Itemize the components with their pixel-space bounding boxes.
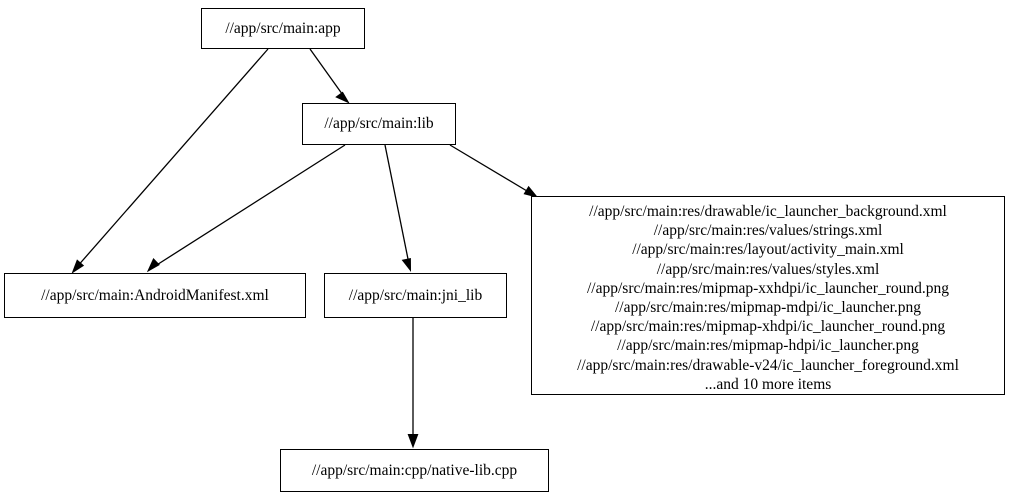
resource-line: //app/src/main:res/values/styles.xml	[656, 260, 880, 278]
edge-jni_lib-to-native_lib	[407, 318, 419, 449]
node-android-manifest-label: //app/src/main:AndroidManifest.xml	[41, 286, 269, 304]
resource-line: //app/src/main:res/mipmap-xxhdpi/ic_laun…	[586, 279, 949, 297]
node-jni-lib[interactable]: //app/src/main:jni_lib	[324, 273, 507, 318]
node-jni-lib-label: //app/src/main:jni_lib	[348, 286, 483, 304]
resource-line: //app/src/main:res/mipmap-hdpi/ic_launch…	[617, 337, 919, 355]
resource-line: //app/src/main:res/drawable/ic_launcher_…	[589, 203, 947, 220]
node-lib[interactable]: //app/src/main:lib	[302, 103, 456, 145]
edge-lib-to-resources	[449, 144, 539, 198]
node-android-manifest[interactable]: //app/src/main:AndroidManifest.xml	[4, 273, 306, 318]
node-app[interactable]: //app/src/main:app	[201, 8, 365, 49]
resource-line: //app/src/main:res/layout/activity_main.…	[632, 241, 904, 259]
node-app-label: //app/src/main:app	[225, 19, 341, 37]
resource-line-more-items: ...and 10 more items	[704, 375, 832, 393]
edge-app-to-lib	[309, 48, 350, 104]
node-lib-label: //app/src/main:lib	[324, 115, 434, 133]
resource-line: //app/src/main:res/values/strings.xml	[653, 222, 883, 240]
resource-line: //app/src/main:res/drawable-v24/ic_launc…	[577, 356, 959, 374]
edge-lib-to-jni_lib	[384, 144, 412, 272]
resource-line: //app/src/main:res/mipmap-mdpi/ic_launch…	[614, 299, 922, 317]
node-resources[interactable]: //app/src/main:res/drawable/ic_launcher_…	[531, 196, 1005, 395]
resource-line: //app/src/main:res/mipmap-xhdpi/ic_launc…	[590, 318, 946, 336]
node-native-lib-cpp-label: //app/src/main:cpp/native-lib.cpp	[311, 461, 518, 479]
edge-app-to-manifest	[71, 48, 269, 274]
edge-lib-to-manifest	[146, 144, 346, 273]
node-native-lib-cpp[interactable]: //app/src/main:cpp/native-lib.cpp	[280, 449, 549, 492]
